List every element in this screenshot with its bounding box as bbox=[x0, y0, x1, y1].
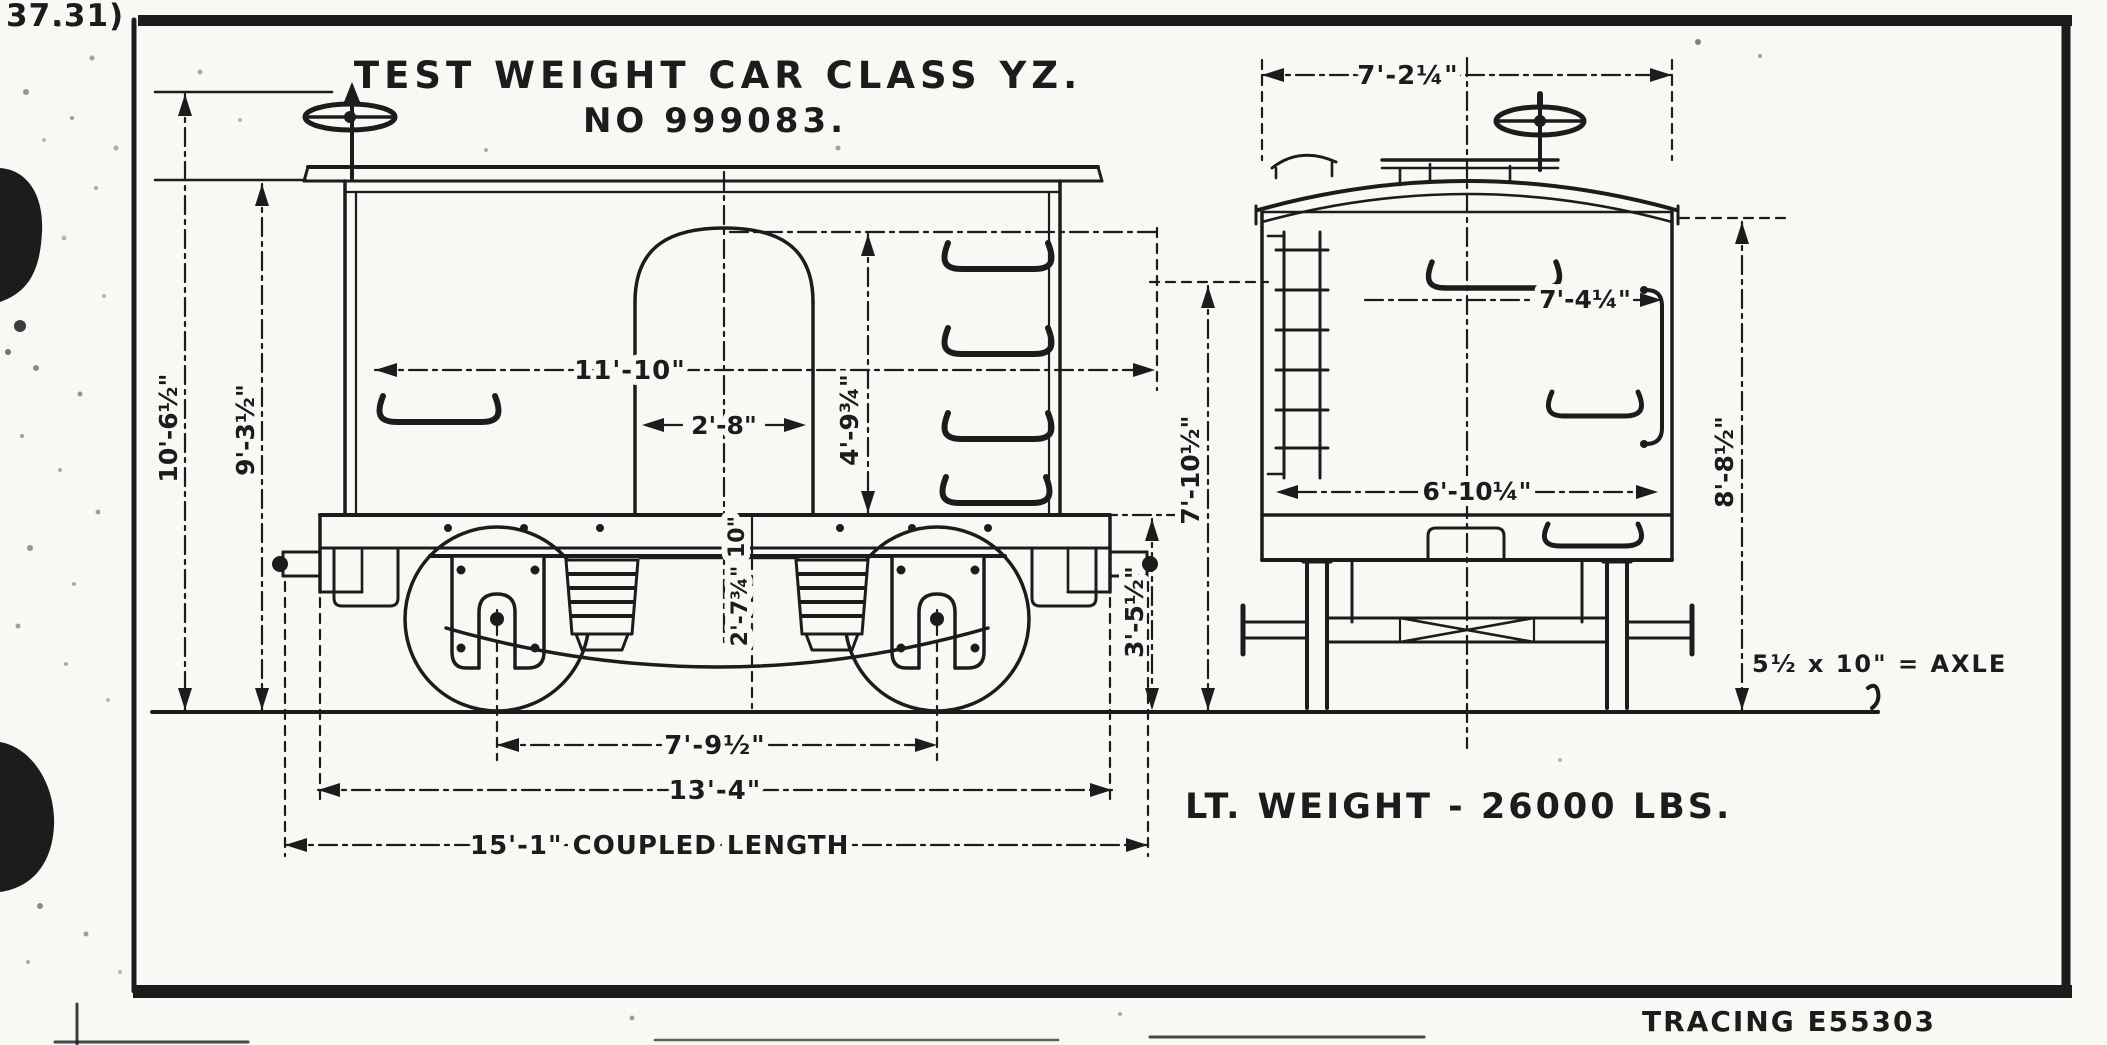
dim-door-width: 2'-8" bbox=[691, 411, 757, 440]
coupler-left bbox=[272, 550, 322, 578]
truss-bar bbox=[444, 626, 990, 669]
pedestal bbox=[450, 554, 546, 670]
stirrup-step bbox=[1030, 546, 1098, 608]
side-view: 10'-6½" 9'-3½" 11'-10" 2'-8" 4'-9¾" 10" bbox=[148, 82, 1194, 867]
grab-iron bbox=[941, 325, 1055, 357]
pedestal bbox=[890, 554, 986, 670]
drawing-title: TEST WEIGHT CAR CLASS YZ. bbox=[354, 54, 1082, 97]
dim-door-height: 4'-9¾" bbox=[835, 374, 864, 466]
coil-spring bbox=[794, 558, 870, 652]
dim-over-sills: 13'-4" bbox=[669, 776, 762, 806]
grab-iron bbox=[1425, 259, 1563, 291]
stirrup-step bbox=[332, 546, 400, 608]
coil-spring bbox=[564, 558, 640, 652]
dim-overall-height: 10'-6½" bbox=[154, 373, 183, 482]
dim-roof-width: 7'-2¼" bbox=[1357, 61, 1458, 91]
dim-wheelbase: 7'-9½" bbox=[664, 731, 765, 761]
door-opening bbox=[633, 170, 815, 650]
dim-end-overall-height: 8'-8½" bbox=[1710, 416, 1739, 508]
running-gear bbox=[403, 525, 1031, 762]
grab-iron bbox=[1542, 521, 1644, 549]
coupler-right bbox=[1108, 550, 1158, 578]
end-grab-irons bbox=[1425, 259, 1664, 549]
sill-notch bbox=[1426, 526, 1506, 562]
grab-iron bbox=[941, 410, 1055, 442]
end-ladder bbox=[1266, 230, 1330, 480]
end-view: 7'-2¼" bbox=[1148, 55, 2011, 750]
end-running-gear bbox=[1240, 558, 1695, 710]
car-roof-end bbox=[1254, 153, 1680, 226]
dim-wall-height: 7'-10½" bbox=[1176, 415, 1205, 524]
dim-sill-depth: 10" bbox=[725, 516, 750, 558]
grab-irons-side bbox=[376, 240, 1055, 506]
dim-underframe-height: 2'-7¾" bbox=[728, 566, 753, 647]
side-handrail bbox=[1644, 288, 1664, 446]
grab-iron bbox=[941, 240, 1055, 272]
side-view-dimensions: 10'-6½" 9'-3½" 11'-10" 2'-8" 4'-9¾" 10" bbox=[148, 90, 1194, 867]
dim-coupled-length: 15'-1" COUPLED LENGTH bbox=[470, 831, 849, 861]
axle-note: 5½ x 10" = AXLE bbox=[1752, 650, 2007, 678]
grab-iron bbox=[939, 474, 1053, 506]
brake-wheel-end bbox=[1493, 91, 1587, 172]
dim-body-width: 6'-10¼" bbox=[1422, 477, 1531, 506]
drawing-frame bbox=[131, 15, 2072, 998]
end-view-dimensions: 7'-4¼" 6'-10¼" 7'-10½" 8'-8½" 5½ x 10" =… bbox=[1148, 216, 2011, 712]
brake-staff-side bbox=[302, 82, 398, 180]
grab-iron bbox=[1546, 389, 1644, 419]
car-body-end bbox=[1260, 210, 1674, 562]
tracing-number: TRACING E55303 bbox=[1642, 1005, 1936, 1038]
car-roof-side bbox=[302, 165, 1104, 194]
corner-note: 37.31) bbox=[6, 0, 124, 34]
dim-roof-height: 9'-3½" bbox=[231, 384, 260, 476]
dim-inside-length: 11'-10" bbox=[574, 356, 686, 386]
light-weight-note: LT. WEIGHT - 26000 LBS. bbox=[1185, 787, 1732, 827]
grab-iron bbox=[376, 393, 502, 425]
roof-grab bbox=[1270, 153, 1338, 170]
car-number: NO 999083. bbox=[583, 101, 847, 141]
dim-over-eaves: 7'-4¼" bbox=[1539, 285, 1631, 314]
dim-floor-to-rail: 3'-5½" bbox=[1120, 566, 1149, 658]
scan-artifacts bbox=[0, 21, 1881, 1045]
title-block: TEST WEIGHT CAR CLASS YZ. NO 999083. bbox=[354, 54, 1082, 141]
